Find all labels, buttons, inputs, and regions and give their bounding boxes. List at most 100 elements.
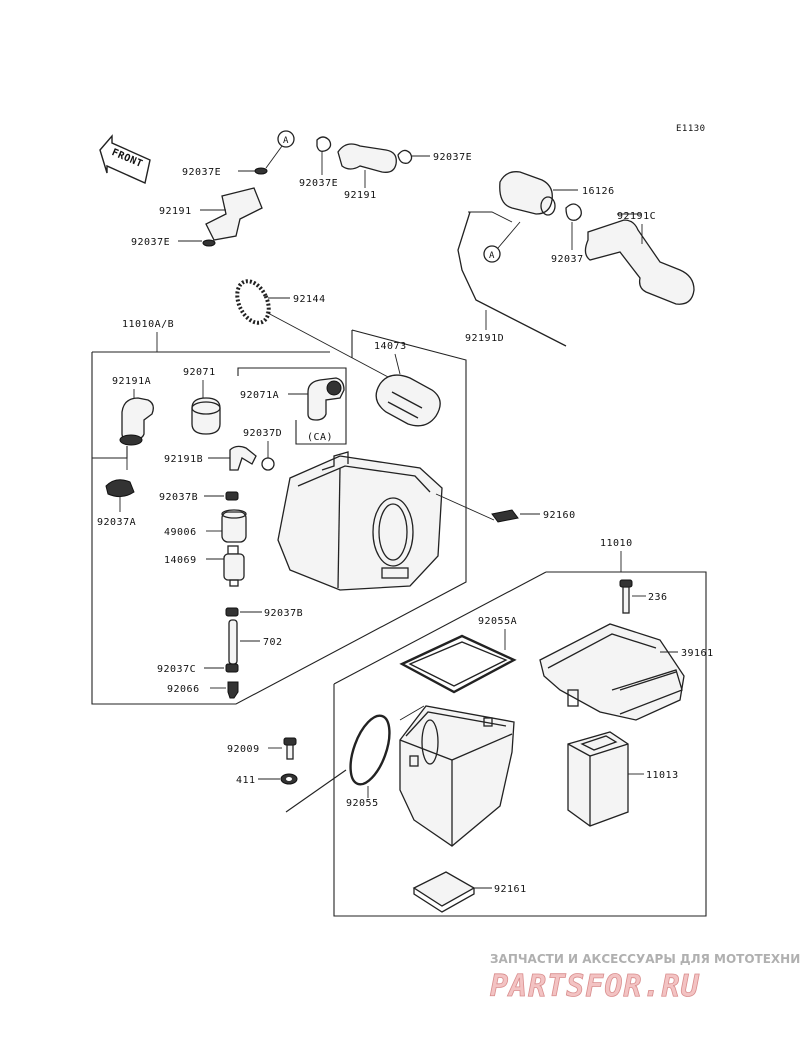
valve-16126-icon [499,171,553,215]
watermark-tagline: ЗАПЧАСТИ И АКСЕССУАРЫ ДЛЯ МОТОТЕХНИКИ [490,952,800,966]
cover-39161-icon [539,623,685,721]
ring-92144-icon [235,279,271,325]
hose-92191b-group: 92191B [164,445,257,471]
case-lower-icon [399,705,515,847]
clamp-92037e-mid-icon [316,136,332,152]
label-92037B-a: 92037B [159,492,198,503]
label-92191B: 92191B [164,454,203,465]
air-cleaner-upper-housing [277,451,495,591]
elbow-92191a-icon [121,397,154,441]
fitting-92071a-group: 92071A (CA) [237,367,347,445]
watermark: ЗАПЧАСТИ И АКСЕССУАРЫ ДЛЯ МОТОТЕХНИКИ PA… [490,952,800,1004]
label-411: 411 [236,775,256,786]
diagram-code: E1130 [676,124,706,134]
screw-92009-group: 92009 [227,737,297,760]
clamp-92037c-icon [225,663,239,673]
pad-92161-group: 92161 [412,871,527,913]
elbow-92191a-group: 92191A 92037A [92,376,154,528]
pad-92160-icon [491,509,519,523]
clamp-92037e-lower-icon [202,239,216,247]
clip-92037d-icon [261,457,275,471]
gasket-92055a-icon [399,634,517,694]
label-ca-note: (CA) [307,432,333,443]
label-92160: 92160 [543,510,576,521]
air-cleaner-case-group [399,705,515,847]
label-14069: 14069 [164,555,197,566]
gasket-92055a-group: 92055A [399,616,517,694]
separator-14069-group: 14069 [164,545,245,587]
bolt-236-icon [619,579,633,588]
label-92037E-c: 92037E [299,178,338,189]
callout-a-right: A [489,251,495,261]
label-92161: 92161 [494,884,527,895]
assembly-frame-11010ab: 11010A/B [91,319,467,705]
label-92037A: 92037A [97,517,136,528]
watermark-brand: PARTSFOR.RU [490,969,700,1004]
label-92055: 92055 [346,798,379,809]
element-11013-group: 11013 [567,731,679,827]
label-16126: 16126 [582,186,615,197]
clamp-92037a-icon [105,479,135,498]
cover-39161-group: 39161 [539,623,714,721]
upper-left-hose-group: A 92037E 92191 92037E [131,130,295,248]
label-92191C: 92191C [617,211,656,222]
label-92191-b: 92191 [344,190,377,201]
clip-92037d-group: 92037D [243,428,282,471]
assembly-frame-11010: 11010 [285,538,707,917]
hose-92191-mid-icon [337,143,397,173]
label-92037: 92037 [551,254,584,265]
separator-14069-icon [223,553,245,581]
label-11013: 11013 [646,770,679,781]
label-14073: 14073 [374,341,407,352]
label-92009: 92009 [227,744,260,755]
gasket-92055-group: 92055 [346,714,391,809]
front-arrow-icon: FRONT [99,134,151,184]
clamp-92037e-right-icon [397,149,413,164]
callout-a-top: A [283,136,289,146]
clamp-92037b-lower-group: 92037B [225,607,303,619]
hose-92191b-icon [229,445,257,471]
label-92037C: 92037C [157,664,196,675]
upper-middle-hose-group: 92037E 92191 92037E [299,136,472,201]
clamp-92037b-lower-icon [225,607,239,617]
housing-upper-icon [277,455,443,591]
clamp-92037e-icon [254,167,268,175]
callout-a-circle-right [483,245,501,263]
grommet-92071-group: 92071 [183,367,221,435]
label-92066: 92066 [167,684,200,695]
element-11013-icon [567,731,629,827]
pad-92160-group: 92160 [491,509,576,523]
duct-14073-group: 14073 [374,341,441,427]
pad-92161-icon [412,871,476,907]
label-92191A: 92191A [112,376,151,387]
callout-a-circle-top [277,130,295,148]
filter-49006-icon [221,511,247,543]
hose-92191-icon [205,187,263,241]
upper-right-valve-group: 16126 92037 92191C A 92191D [457,171,695,347]
label-702: 702 [263,637,283,648]
label-39161: 39161 [681,648,714,659]
label-92191-a: 92191 [159,206,192,217]
label-92037E-d: 92037E [433,152,472,163]
tube-702-group: 702 [228,619,283,665]
label-92037E-a: 92037E [182,167,221,178]
grommet-92071-icon [191,397,221,435]
label-92144: 92144 [293,294,326,305]
hose-92191c-icon [584,219,695,305]
label-92191D: 92191D [465,333,504,344]
label-49006: 49006 [164,527,197,538]
ring-92144-group: 92144 [235,279,391,379]
label-92071: 92071 [183,367,216,378]
label-92037D: 92037D [243,428,282,439]
clamp-92037c-group: 92037C [157,663,239,675]
clamp-92037b-group: 92037B [159,491,239,503]
label-11010AB: 11010A/B [122,319,174,330]
filter-49006-group: 49006 [164,509,247,543]
label-92037B-b: 92037B [264,608,303,619]
gasket-92055-icon [349,714,391,786]
tube-702-icon [228,619,238,665]
label-236: 236 [648,592,668,603]
label-11010: 11010 [600,538,633,549]
